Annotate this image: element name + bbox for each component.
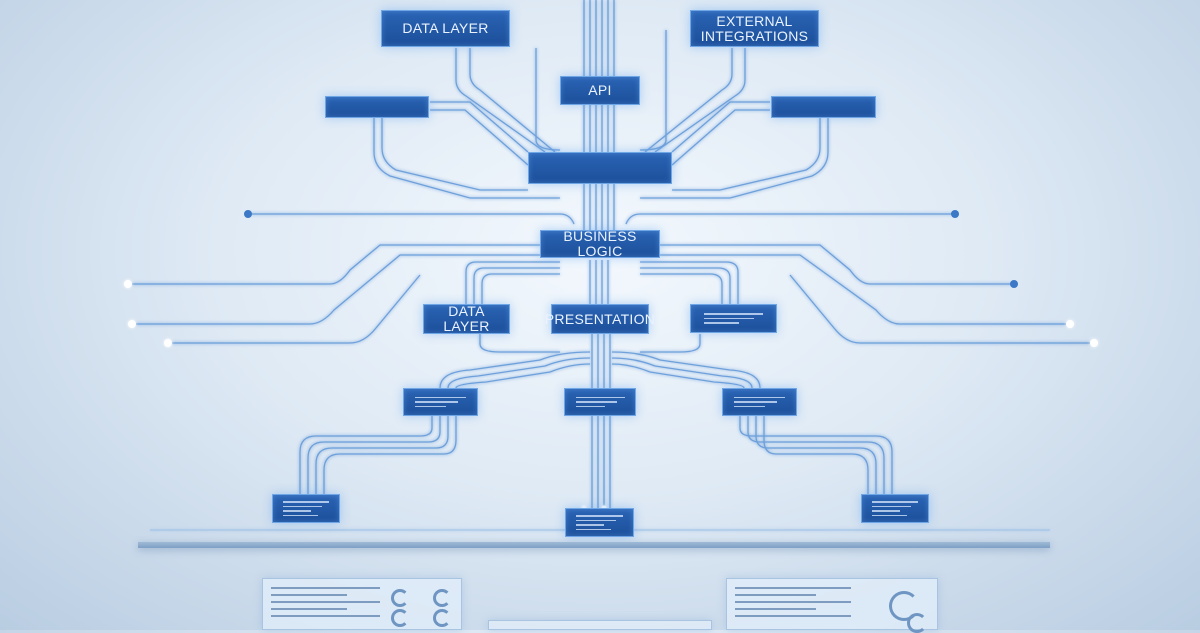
left-blank-node xyxy=(325,96,429,118)
node-label: DATA LAYER xyxy=(402,20,489,36)
detail-node-center xyxy=(564,388,636,416)
data-layer-mid-node: DATA LAYER xyxy=(423,304,510,334)
gauge-icon xyxy=(391,589,409,607)
mid-right-detail-node xyxy=(690,304,777,333)
base-shelf xyxy=(138,542,1050,548)
presentation-node: PRESENTATION xyxy=(545,304,655,334)
text-lines-placeholder xyxy=(703,313,764,324)
node-label: PRESENTATION xyxy=(544,310,656,327)
bottom-panel-left xyxy=(262,578,462,630)
business-logic-node: BUSINESS LOGIC xyxy=(540,228,660,259)
gauge-icon xyxy=(433,589,451,607)
node-label: DATA LAYER xyxy=(443,303,490,334)
bottom-panel-center xyxy=(488,620,712,630)
center-hub-node xyxy=(528,152,672,184)
bottom-panel-right xyxy=(726,578,938,633)
leaf-node-left xyxy=(272,494,340,523)
external-integrations-node: EXTERNAL INTEGRATIONS xyxy=(690,10,819,47)
gauge-icon xyxy=(391,609,409,627)
text-lines-placeholder xyxy=(575,396,625,408)
right-blank-node xyxy=(771,96,876,118)
leaf-node-right xyxy=(861,494,929,523)
panel-text-lines xyxy=(735,587,851,617)
gauge-icon xyxy=(433,609,451,627)
text-lines-placeholder xyxy=(282,501,330,516)
text-lines-placeholder xyxy=(576,515,623,530)
gauge-icon xyxy=(907,613,927,633)
gauge-icon xyxy=(889,591,919,621)
api-node: API xyxy=(560,76,640,105)
detail-node-left xyxy=(403,388,478,416)
node-label: EXTERNAL INTEGRATIONS xyxy=(700,12,809,44)
node-label: BUSINESS LOGIC xyxy=(563,228,637,259)
leaf-node-center xyxy=(565,508,634,537)
detail-node-right xyxy=(722,388,797,416)
text-lines-placeholder xyxy=(871,501,919,516)
node-label: API xyxy=(588,82,612,98)
text-lines-placeholder xyxy=(733,396,786,408)
data-layer-top-node: DATA LAYER xyxy=(381,10,510,47)
panel-text-lines xyxy=(271,587,380,617)
text-lines-placeholder xyxy=(414,396,467,408)
